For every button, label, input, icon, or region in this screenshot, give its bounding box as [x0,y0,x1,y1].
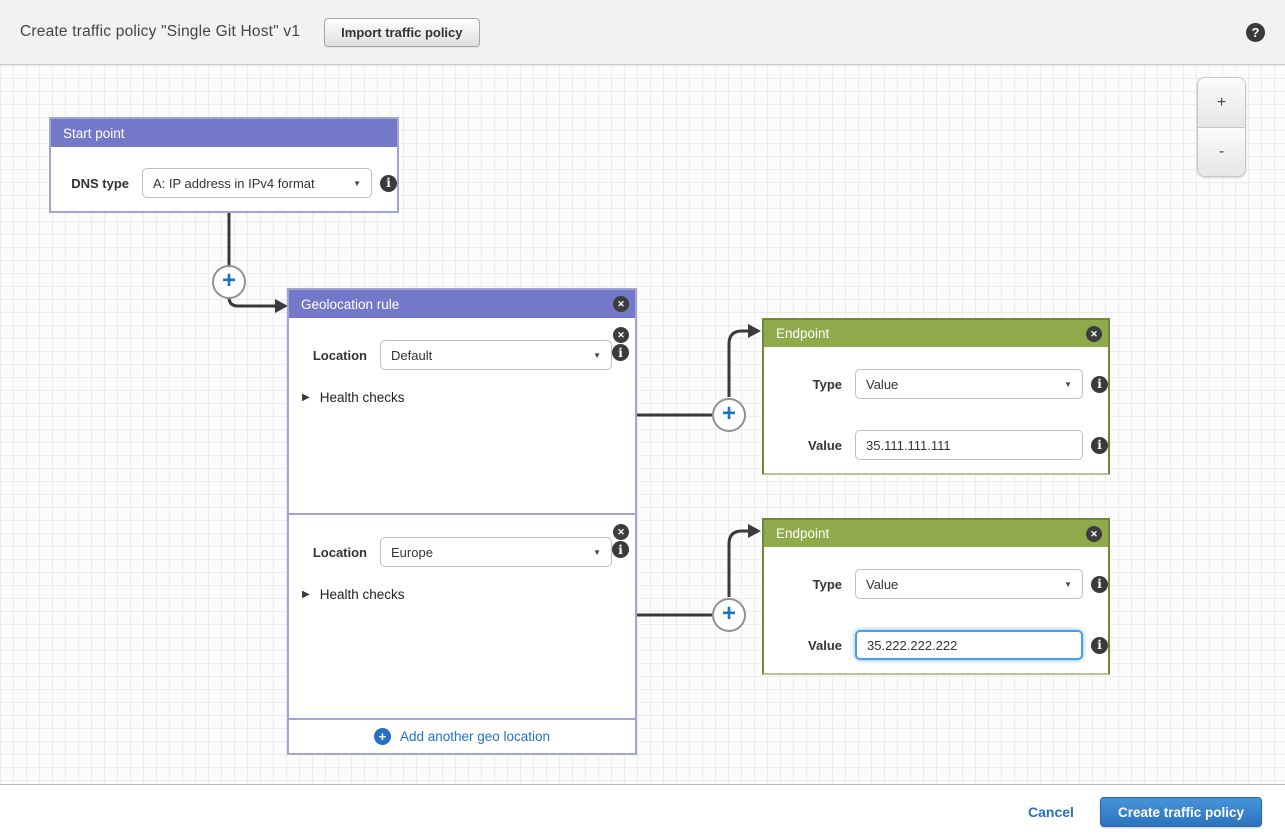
value-info-icon[interactable]: i [1091,436,1108,454]
endpoint-type-row: Type Value ▼ i [764,569,1108,599]
geolocation-rule-title: Geolocation rule [301,296,400,312]
plus-icon: + [373,728,391,745]
chevron-down-icon: ▼ [1064,579,1072,589]
close-icon[interactable]: ✕ [613,524,629,540]
endpoint-title: Endpoint [776,526,830,541]
cancel-button[interactable]: Cancel [1028,804,1074,820]
location-info-icon[interactable]: i [612,344,629,361]
location-select[interactable]: Default ▼ [380,340,612,370]
geolocation-rule-box: Geolocation rule ✕ ✕ i Location Default … [287,288,637,755]
value-label: Value [808,437,842,453]
chevron-down-icon: ▼ [1064,379,1072,389]
import-traffic-policy-button[interactable]: Import traffic policy [324,17,480,47]
dns-type-label: DNS type [71,175,129,191]
type-info-icon[interactable]: i [1091,575,1108,593]
add-geo-location-button[interactable]: + Add another geo location [289,718,635,753]
type-selected-value: Value [866,376,899,392]
zoom-out-button[interactable]: - [1198,127,1245,176]
close-icon[interactable]: ✕ [613,327,629,343]
add-endpoint-connector-button-2[interactable]: + [712,598,746,632]
geo-section-default: ✕ i Location Default ▼ ▶ Health checks [289,318,635,515]
add-rule-connector-button[interactable]: + [212,265,246,299]
geo-section-europe: ✕ i Location Europe ▼ ▶ Health checks [289,515,635,718]
endpoint-title: Endpoint [776,326,830,341]
start-point-header: Start point [51,119,397,147]
close-icon[interactable]: ✕ [1086,326,1102,342]
endpoint-value-row: Value i [764,630,1108,660]
page-title: Create traffic policy "Single Git Host" … [20,23,301,40]
bottom-action-bar: Cancel Create traffic policy [0,786,1285,838]
dns-type-info-icon[interactable]: i [380,174,397,192]
chevron-down-icon: ▼ [353,178,361,188]
help-icon[interactable]: ? [1246,22,1265,42]
location-selected-value: Europe [391,544,433,560]
start-point-title: Start point [63,125,125,141]
add-endpoint-connector-button-1[interactable]: + [712,398,746,432]
location-select[interactable]: Europe ▼ [380,537,612,567]
location-row: Location Europe ▼ [289,515,635,567]
location-label: Location [312,347,367,363]
endpoint-box-1: Endpoint ✕ Type Value ▼ i Value i [762,318,1110,475]
top-header: Create traffic policy "Single Git Host" … [0,0,1285,65]
health-checks-label: Health checks [319,390,405,405]
policy-canvas: + - Start point DNS type A: IP address i… [0,65,1285,785]
create-traffic-policy-button[interactable]: Create traffic policy [1099,797,1262,827]
endpoint-type-select[interactable]: Value ▼ [855,369,1083,399]
type-info-icon[interactable]: i [1091,375,1108,393]
location-row: Location Default ▼ [289,318,635,370]
location-label: Location [312,544,367,560]
disclosure-triangle-icon: ▶ [302,392,310,403]
geolocation-rule-header: Geolocation rule ✕ [289,290,635,318]
close-icon[interactable]: ✕ [1086,526,1102,542]
health-checks-toggle[interactable]: ▶ Health checks [289,390,635,405]
health-checks-toggle[interactable]: ▶ Health checks [289,587,635,602]
location-info-icon[interactable]: i [612,541,629,558]
endpoint-value-input[interactable] [855,430,1083,460]
disclosure-triangle-icon: ▶ [302,589,310,600]
endpoint-box-2: Endpoint ✕ Type Value ▼ i Value i [762,518,1110,675]
value-info-icon[interactable]: i [1091,636,1108,654]
add-geo-location-label: Add another geo location [399,729,551,744]
dns-type-select[interactable]: A: IP address in IPv4 format ▼ [142,168,372,198]
type-label: Type [812,576,842,592]
endpoint-header: Endpoint ✕ [764,320,1108,347]
endpoint-value-row: Value i [764,430,1108,460]
start-point-box: Start point DNS type A: IP address in IP… [49,117,399,213]
canvas-zoom-control: + - [1197,77,1246,177]
location-selected-value: Default [391,347,433,363]
health-checks-label: Health checks [319,587,405,602]
endpoint-header: Endpoint ✕ [764,520,1108,547]
endpoint-type-row: Type Value ▼ i [764,369,1108,399]
type-label: Type [812,376,842,392]
dns-type-selected-value: A: IP address in IPv4 format [153,175,315,191]
dns-type-row: DNS type A: IP address in IPv4 format ▼ … [51,168,397,198]
zoom-in-button[interactable]: + [1198,78,1245,127]
chevron-down-icon: ▼ [593,547,601,557]
type-selected-value: Value [866,576,899,592]
endpoint-value-input-focused[interactable] [855,630,1083,660]
chevron-down-icon: ▼ [593,350,601,360]
close-icon[interactable]: ✕ [613,296,629,312]
endpoint-type-select[interactable]: Value ▼ [855,569,1083,599]
value-label: Value [808,637,842,653]
